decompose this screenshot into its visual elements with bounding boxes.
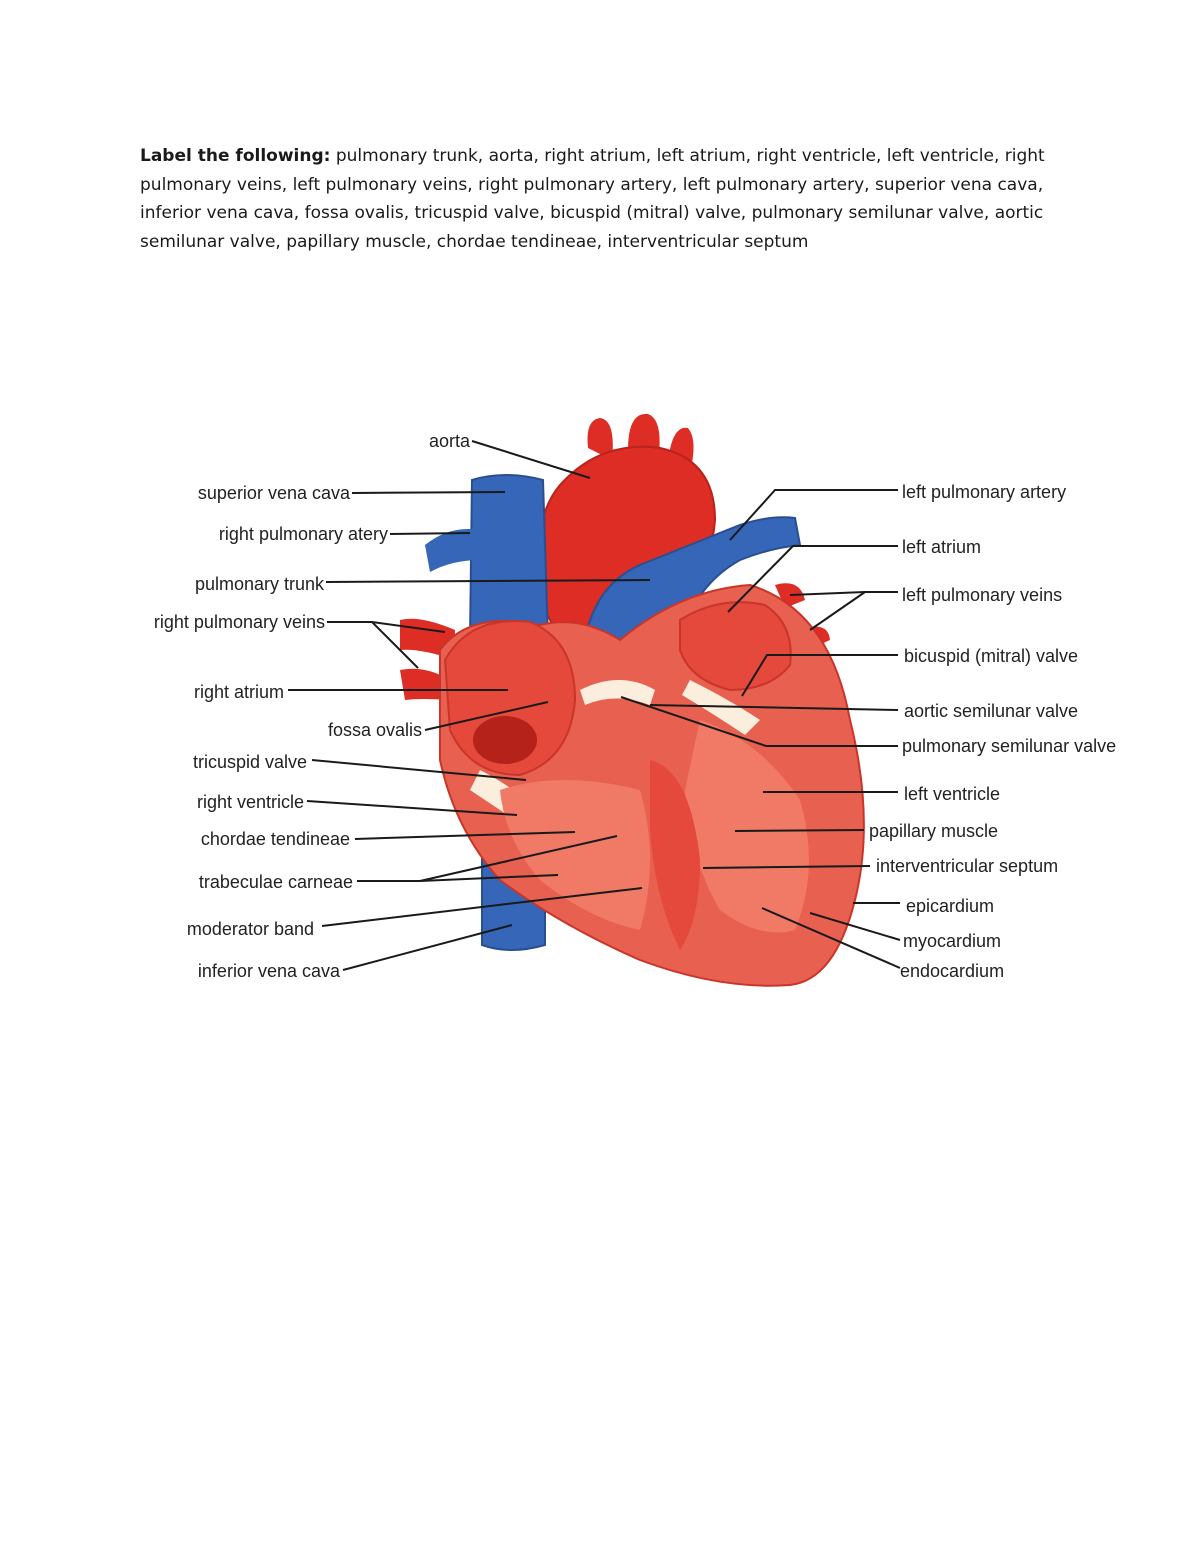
leader-interventricular-septum (702, 865, 871, 869)
label-fossa-ovalis: fossa ovalis (328, 720, 422, 740)
label-right-atrium: right atrium (194, 682, 284, 702)
leader-moderator-band (321, 887, 643, 927)
leader-endocardium (761, 907, 901, 969)
leader-lines (288, 440, 901, 971)
mitral-valve-shape (682, 680, 760, 735)
pulmonary-trunk-shape (583, 516, 802, 641)
label-right-pulmonary-veins: right pulmonary veins (154, 612, 325, 632)
label-chordae-tendineae: chordae tendineae (201, 829, 350, 849)
label-bicuspid-valve: bicuspid (mitral) valve (904, 646, 1078, 666)
leader-tricuspid-valve (311, 759, 527, 781)
leader-inferior-vena-cava (342, 924, 513, 971)
label-moderator-band: moderator band (187, 919, 314, 939)
aortic-valve-shape (580, 680, 655, 705)
label-pulmonary-trunk: pulmonary trunk (195, 574, 325, 594)
right-pulmonary-vein-lower (400, 668, 450, 700)
leader-myocardium (809, 912, 901, 941)
label-endocardium: endocardium (900, 961, 1004, 981)
label-left-ventricle: left ventricle (904, 784, 1000, 804)
label-pulmonary-semilunar-valve: pulmonary semilunar valve (902, 736, 1116, 756)
superior-vena-cava-shape (468, 474, 550, 641)
label-trabeculae-carneae: trabeculae carneae (199, 872, 353, 892)
leader-right-pulmonary-veins-2 (371, 621, 419, 669)
label-left-pulmonary-veins: left pulmonary veins (902, 585, 1062, 605)
leader-papillary-muscle (734, 829, 865, 832)
instructions-heading: Label the following: (140, 146, 331, 166)
leader-pulmonary-trunk (325, 579, 651, 583)
label-interventricular-septum: interventricular septum (876, 856, 1058, 876)
leader-chordae-tendineae (354, 831, 576, 840)
heart-illustration (400, 413, 865, 987)
label-left-atrium: left atrium (902, 537, 981, 557)
label-right-pulmonary-artery: right pulmonary atery (219, 524, 388, 544)
leader-aortic-semilunar-valve (649, 704, 899, 711)
label-aortic-semilunar-valve: aortic semilunar valve (904, 701, 1078, 721)
leader-aorta (471, 440, 591, 479)
right-pulmonary-artery-shape (425, 529, 480, 572)
leader-left-atrium (727, 545, 898, 613)
leader-bicuspid-valve (741, 654, 898, 697)
left-atrium-shape (679, 601, 792, 692)
left-ventricle-cavity (685, 720, 809, 933)
label-inferior-vena-cava: inferior vena cava (198, 961, 341, 981)
leader-trabeculae-carneae-2 (419, 835, 618, 882)
instructions-text: pulmonary trunk, aorta, right atrium, le… (140, 146, 1045, 252)
leader-left-pulmonary-veins (789, 591, 898, 596)
leader-right-pulmonary-artery (389, 532, 471, 535)
label-left-pulmonary-artery: left pulmonary artery (902, 482, 1066, 502)
label-myocardium: myocardium (903, 931, 1001, 951)
label-superior-vena-cava: superior vena cava (198, 483, 351, 503)
leader-pulmonary-semilunar-valve (620, 696, 898, 747)
aorta-branch-1 (587, 418, 613, 460)
fossa-ovalis-shape (473, 716, 537, 764)
leader-left-pulmonary-artery (729, 489, 898, 541)
leader-superior-vena-cava (351, 491, 506, 494)
leader-fossa-ovalis (424, 701, 549, 731)
label-tricuspid-valve: tricuspid valve (193, 752, 307, 772)
label-aorta: aorta (429, 431, 471, 451)
diagram-labels: aorta superior vena cava right pulmonary… (154, 431, 1116, 981)
label-right-ventricle: right ventricle (197, 792, 304, 812)
interventricular-septum-shape (650, 760, 700, 950)
leader-left-pulmonary-veins-2 (809, 591, 866, 631)
label-papillary-muscle: papillary muscle (869, 821, 998, 841)
label-epicardium: epicardium (906, 896, 994, 916)
instructions-paragraph: Label the following: pulmonary trunk, ao… (140, 142, 1070, 256)
leader-right-ventricle (306, 800, 518, 816)
